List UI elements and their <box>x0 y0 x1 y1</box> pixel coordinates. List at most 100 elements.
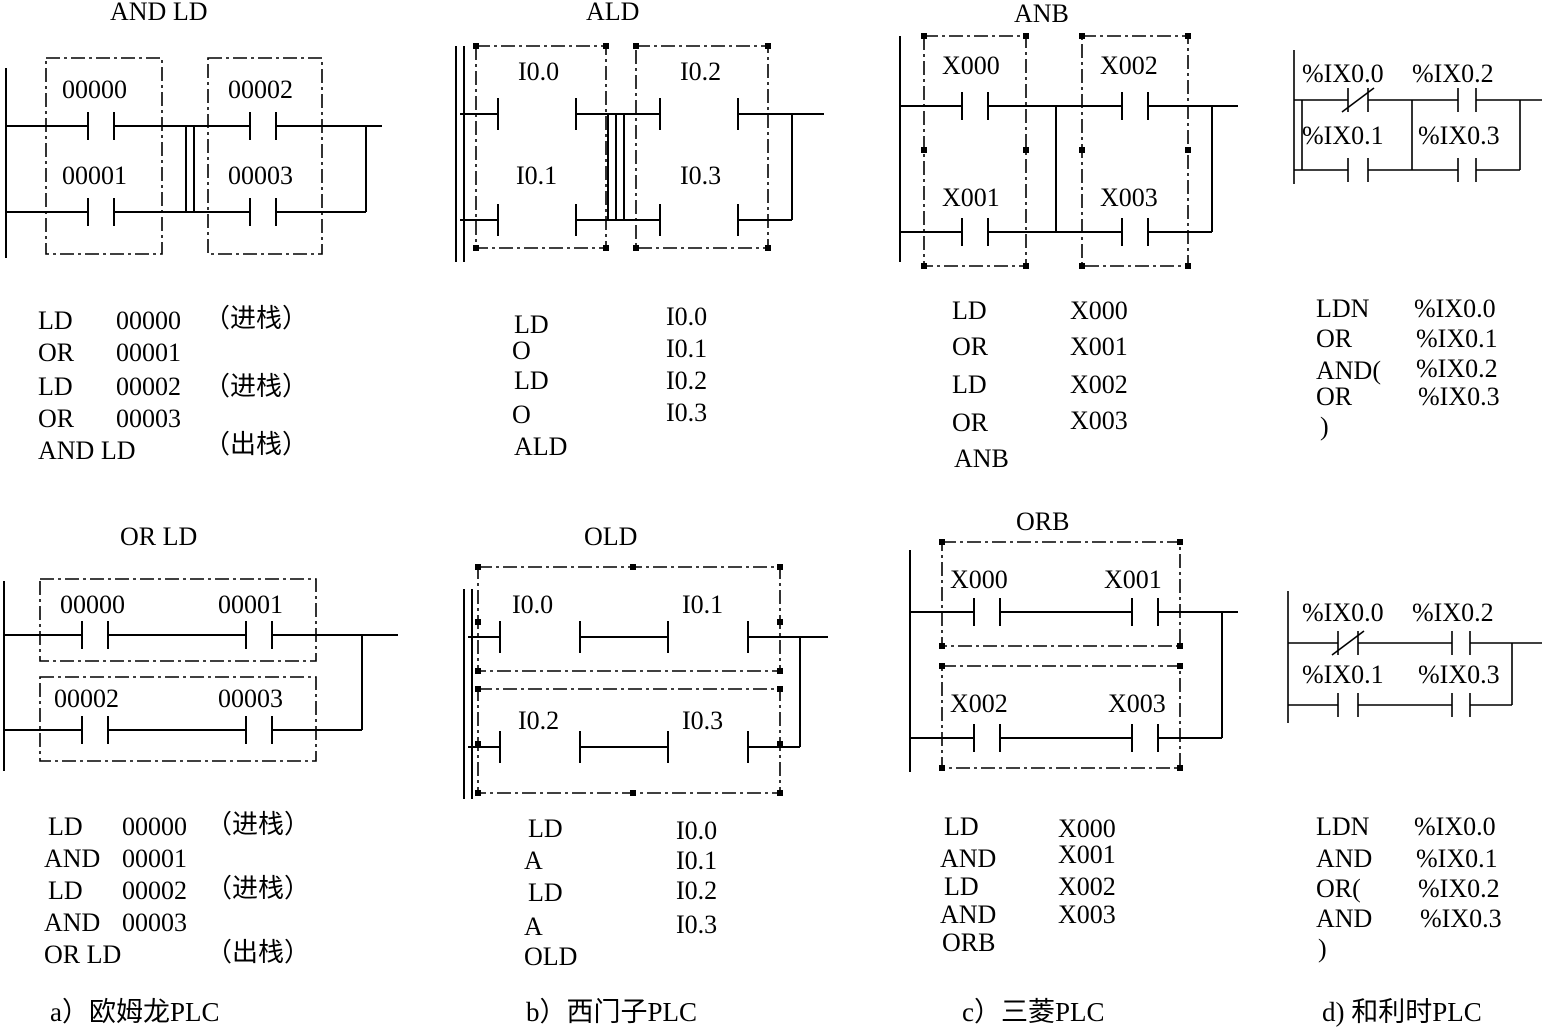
caption-d: d) 和利时PLC <box>1322 997 1482 1027</box>
instr-arg: I0.3 <box>676 910 718 939</box>
instr-op: ORB <box>942 928 996 957</box>
contact-label: 00002 <box>54 684 119 713</box>
mitsubishi-anb-title: ANB <box>1014 0 1069 28</box>
contact-label: %IX0.1 <box>1302 660 1384 689</box>
contact-label: X002 <box>950 689 1008 718</box>
instr-arg: I0.0 <box>676 816 718 845</box>
instr-arg: X003 <box>1058 900 1116 929</box>
instr-op: AND <box>1316 844 1373 873</box>
siemens-ald-title: ALD <box>586 0 639 26</box>
instr-op: LD <box>528 878 563 907</box>
instr-op: LDN <box>1316 294 1370 323</box>
instr-arg: X002 <box>1058 872 1116 901</box>
instr-op: AND <box>940 900 997 929</box>
contact-label: I0.0 <box>512 590 553 619</box>
contact-label: 00003 <box>218 684 283 713</box>
instr-op: O <box>512 336 531 365</box>
instr-arg: I0.0 <box>666 302 708 331</box>
contact-label: X001 <box>942 183 1000 212</box>
instr-arg: 00003 <box>122 908 187 937</box>
mitsubishi-orb-diagram: ORB X000 X001 X002 X003 <box>909 507 1238 772</box>
contact-label: I0.3 <box>682 706 723 735</box>
instr-op: OLD <box>524 942 578 971</box>
instr-note: （进栈） <box>204 372 309 401</box>
instr-op: ) <box>1320 412 1329 441</box>
omron-or-ld-title: OR LD <box>120 522 197 551</box>
contact-label: 00001 <box>62 161 127 190</box>
instr-arg: %IX0.1 <box>1416 844 1498 873</box>
siemens-old-title: OLD <box>584 522 637 551</box>
instr-note: （出栈） <box>206 938 311 967</box>
instr-op: ANB <box>954 444 1009 473</box>
siemens-ald-diagram: ALD I0.0 I0.1 I0.2 I0.3 <box>455 0 824 262</box>
contact-label: I0.1 <box>682 590 723 619</box>
siemens-old-diagram: OLD I0.0 I0.1 I0.2 I0.3 <box>463 522 828 799</box>
instr-arg: 00001 <box>122 844 187 873</box>
instr-op: OR <box>38 338 75 367</box>
contact-label: 00000 <box>62 75 127 104</box>
instr-op: LD <box>528 814 563 843</box>
instr-arg: X000 <box>1070 296 1128 325</box>
instr-arg: I0.1 <box>666 334 708 363</box>
instr-arg: %IX0.3 <box>1420 904 1502 933</box>
instr-op: OR <box>38 404 75 433</box>
contact-label: X000 <box>950 565 1008 594</box>
instr-op: LD <box>48 876 83 905</box>
contact-label: %IX0.2 <box>1412 598 1494 627</box>
instr-op: LD <box>952 370 987 399</box>
instr-op: AND( <box>1316 356 1381 385</box>
instr-note: （进栈） <box>206 810 311 839</box>
instr-arg: 00001 <box>116 338 181 367</box>
instr-arg: 00002 <box>122 876 187 905</box>
contact-label: 00003 <box>228 161 293 190</box>
instr-op: OR <box>952 332 989 361</box>
contact-label: I0.2 <box>680 57 721 86</box>
instr-op: ) <box>1318 934 1327 963</box>
omron-and-ld-title: AND LD <box>110 0 208 26</box>
instr-op: AND <box>940 844 997 873</box>
instr-op: AND <box>1316 904 1373 933</box>
instr-arg: X003 <box>1070 406 1128 435</box>
instr-op: OR( <box>1316 874 1361 903</box>
contact-label: I0.2 <box>518 706 559 735</box>
instr-arg: X001 <box>1058 840 1116 869</box>
instr-arg: %IX0.1 <box>1416 324 1498 353</box>
instr-arg: X002 <box>1070 370 1128 399</box>
caption-c: c）三菱PLC <box>962 997 1105 1027</box>
instr-arg: X001 <box>1070 332 1128 361</box>
contact-label: %IX0.2 <box>1412 59 1494 88</box>
instr-op: LD <box>38 372 73 401</box>
contact-label: I0.0 <box>518 57 559 86</box>
instr-op: LD <box>514 310 549 339</box>
instr-arg: %IX0.0 <box>1414 294 1496 323</box>
instr-op: OR <box>1316 382 1353 411</box>
instr-op: LD <box>38 306 73 335</box>
instr-op: AND <box>44 844 101 873</box>
instr-arg: %IX0.2 <box>1416 354 1498 383</box>
instr-op: A <box>524 846 543 875</box>
contact-label: X003 <box>1108 689 1166 718</box>
omron-and-ld-diagram: AND LD 00000 00001 00002 00003 <box>5 0 382 258</box>
contact-label: %IX0.3 <box>1418 121 1500 150</box>
instr-op: OR <box>1316 324 1353 353</box>
contact-label: %IX0.0 <box>1302 59 1384 88</box>
instr-op: AND <box>44 908 101 937</box>
instr-op: LDN <box>1316 812 1370 841</box>
mitsubishi-orb-title: ORB <box>1016 507 1069 536</box>
contact-label: %IX0.3 <box>1418 660 1500 689</box>
instr-arg: 00000 <box>116 306 181 335</box>
instr-op: AND LD <box>38 436 136 465</box>
caption-b: b）西门子PLC <box>526 997 698 1027</box>
hollysys-block-and-diagram: %IX0.0 %IX0.2 %IX0.1 %IX0.3 <box>1293 50 1542 184</box>
instr-arg: I0.3 <box>666 398 708 427</box>
instr-arg: 00003 <box>116 404 181 433</box>
contact-label: X003 <box>1100 183 1158 212</box>
instr-op: LD <box>944 872 979 901</box>
instr-op: LD <box>48 812 83 841</box>
contact-label: X001 <box>1104 565 1162 594</box>
instr-note: （出栈） <box>204 430 309 459</box>
instr-note: （进栈） <box>204 304 309 333</box>
instr-op: ALD <box>514 432 568 461</box>
contact-label: 00002 <box>228 75 293 104</box>
